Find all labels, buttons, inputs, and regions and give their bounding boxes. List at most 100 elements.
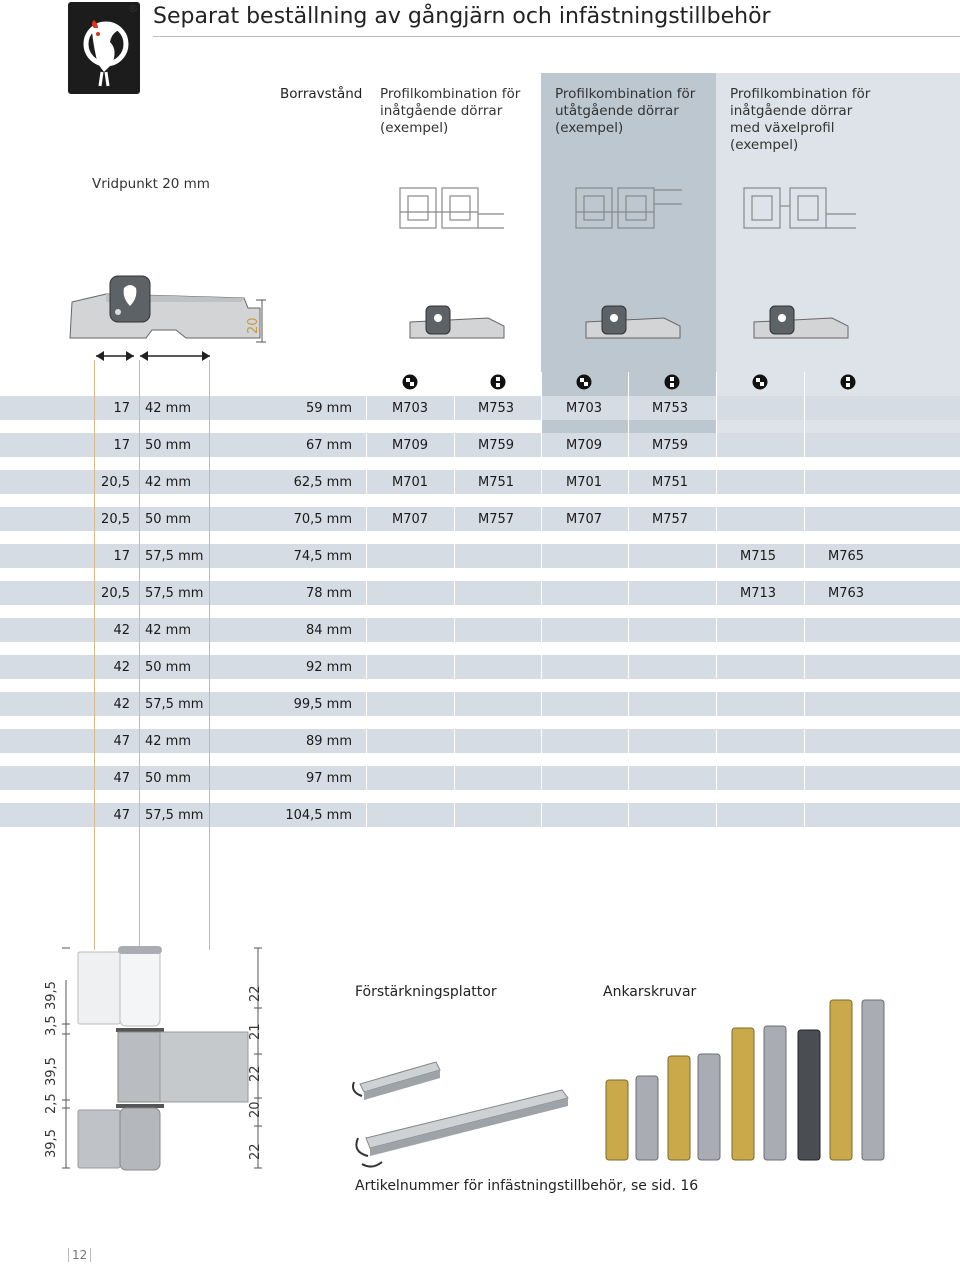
table-row: 42 42 mm 84 mm xyxy=(0,618,960,642)
hole-pattern-b-icon xyxy=(664,374,680,390)
reinforcement-plates xyxy=(352,1061,569,1168)
column-bg-exchange xyxy=(716,73,960,433)
profile-depth-cell: 42 mm xyxy=(145,475,192,490)
hinge-small-exchange xyxy=(753,305,849,339)
offset-cell: 47 xyxy=(113,734,130,749)
hinge-small-outward xyxy=(585,305,681,339)
lead-line-right xyxy=(209,360,210,950)
hole-distance-cell: 97 mm xyxy=(305,771,352,786)
profile-depth-cell: 57,5 mm xyxy=(145,697,204,712)
article-cell: M709 xyxy=(392,438,429,453)
hole-distance-cell: 84 mm xyxy=(305,623,352,638)
profile-depth-cell: 50 mm xyxy=(145,512,192,527)
hole-distance-cell: 92 mm xyxy=(305,660,352,675)
profile-depth-cell: 57,5 mm xyxy=(145,549,204,564)
hinge-small-inward xyxy=(409,305,505,339)
article-cell: M709 xyxy=(566,438,603,453)
article-cell: M703 xyxy=(392,401,429,416)
registered-mark: ® xyxy=(128,4,138,15)
header-exchange: Profilkombination för inåtgående dörrar … xyxy=(730,86,871,153)
offset-cell: 42 xyxy=(113,623,130,638)
left-dim-3: 39,5 xyxy=(44,1057,59,1086)
title-rule xyxy=(153,36,960,37)
right-dim-3: 22 xyxy=(248,1065,263,1082)
offset-cell: 42 xyxy=(113,660,130,675)
profile-depth-cell: 42 mm xyxy=(145,623,192,638)
article-cell: M757 xyxy=(652,512,689,527)
profile-drawing-exchange xyxy=(743,187,856,229)
pivot-arrows xyxy=(96,351,210,361)
left-dim-4: 3,5 xyxy=(44,1015,59,1036)
screws-label: Ankarskruvar xyxy=(603,984,697,1000)
article-cell: M753 xyxy=(478,401,515,416)
column-separator xyxy=(366,372,367,830)
hole-distance-cell: 89 mm xyxy=(305,734,352,749)
article-cell: M703 xyxy=(566,401,603,416)
left-dim-1: 39,5 xyxy=(44,1129,59,1158)
accessories-note: Artikelnummer för infästningstillbehör, … xyxy=(355,1178,699,1194)
vridpunkt-label: Vridpunkt 20 mm xyxy=(92,176,210,192)
column-separator xyxy=(804,372,805,830)
article-cell: M757 xyxy=(478,512,515,527)
hinge-front-view xyxy=(62,946,262,1171)
offset-cell: 17 xyxy=(113,438,130,453)
profile-drawing-inward xyxy=(399,187,504,229)
brand-logo xyxy=(68,2,140,94)
profile-depth-cell: 42 mm xyxy=(145,401,192,416)
table-row: 20,5 57,5 mm 78 mm M713 M763 xyxy=(0,581,960,605)
right-dim-5: 22 xyxy=(248,985,263,1002)
hole-pattern-a-icon xyxy=(752,374,768,390)
profile-depth-cell: 57,5 mm xyxy=(145,808,204,823)
article-cell: M759 xyxy=(652,438,689,453)
article-cell: M701 xyxy=(566,475,603,490)
column-separator xyxy=(454,372,455,830)
column-separator xyxy=(628,372,629,830)
rooster-icon xyxy=(83,20,129,87)
offset-cell: 42 xyxy=(113,697,130,712)
hole-distance-cell: 78 mm xyxy=(305,586,352,601)
profile-depth-cell: 50 mm xyxy=(145,771,192,786)
page-title: Separat beställning av gångjärn och infä… xyxy=(153,4,771,29)
offset-cell: 17 xyxy=(113,401,130,416)
profile-depth-cell: 57,5 mm xyxy=(145,586,204,601)
right-dim-2: 20 xyxy=(248,1101,263,1118)
hole-pattern-b-icon xyxy=(490,374,506,390)
hinge-height-label: 20 xyxy=(246,317,261,334)
hinge-top-view xyxy=(69,275,261,339)
offset-cell: 20,5 xyxy=(101,586,130,601)
hole-distance-cell: 70,5 mm xyxy=(293,512,352,527)
offset-cell: 20,5 xyxy=(101,512,130,527)
anchor-screws xyxy=(605,999,885,1161)
article-cell: M715 xyxy=(740,549,777,564)
column-separator xyxy=(541,372,542,830)
article-cell: M753 xyxy=(652,401,689,416)
article-cell: M759 xyxy=(478,438,515,453)
offset-cell: 20,5 xyxy=(101,475,130,490)
article-cell: M751 xyxy=(478,475,515,490)
article-cell: M765 xyxy=(828,549,865,564)
header-inward: Profilkombination för inåtgående dörrar … xyxy=(380,86,521,136)
header-outward: Profilkombination för utåtgående dörrar … xyxy=(555,86,696,136)
right-dim-1: 22 xyxy=(248,1143,263,1160)
column-separator xyxy=(716,372,717,830)
article-cell: M707 xyxy=(566,512,603,527)
article-cell: M763 xyxy=(828,586,865,601)
article-cell: M751 xyxy=(652,475,689,490)
offset-cell: 47 xyxy=(113,808,130,823)
article-cell: M701 xyxy=(392,475,429,490)
table-row: 20,5 50 mm 70,5 mm M707 M757 M707 M757 xyxy=(0,507,960,531)
profile-drawing-outward xyxy=(575,187,682,229)
article-cell: M707 xyxy=(392,512,429,527)
hole-distance-cell: 74,5 mm xyxy=(293,549,352,564)
hole-distance-cell: 67 mm xyxy=(305,438,352,453)
plates-label: Förstärkningsplattor xyxy=(355,984,497,1000)
hole-pattern-a-icon xyxy=(576,374,592,390)
borravstand-label: Borravstånd xyxy=(280,86,363,102)
article-cell: M713 xyxy=(740,586,777,601)
